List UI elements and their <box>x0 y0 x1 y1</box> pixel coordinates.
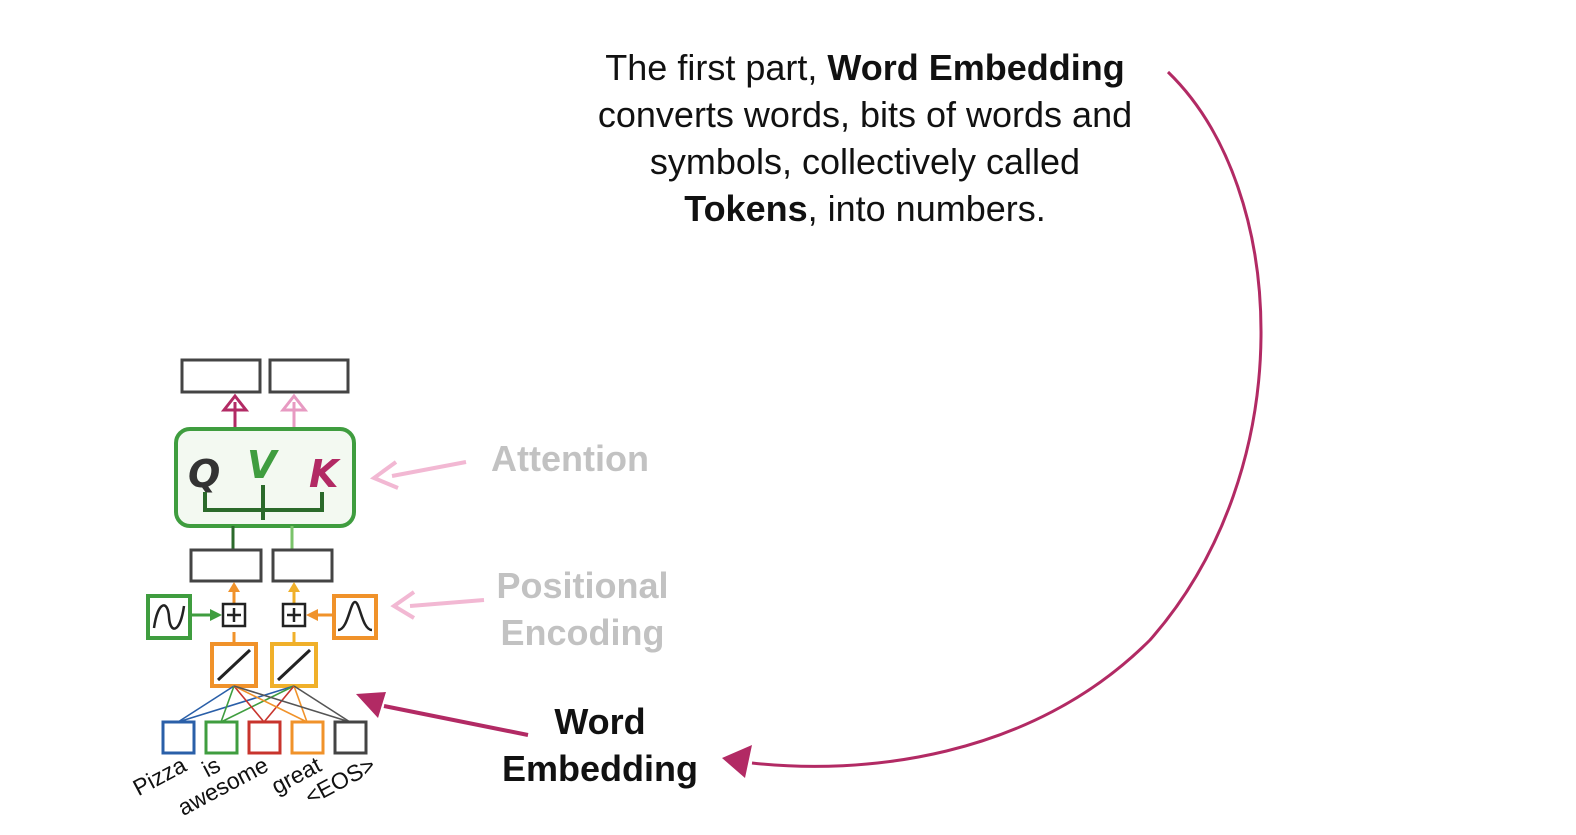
word-pointer-head <box>356 692 386 718</box>
plus-arrow-2-head <box>288 582 300 592</box>
caption-line2: converts words, bits of words and <box>597 94 1133 135</box>
caption-line3: symbols, collectively called <box>649 141 1081 182</box>
output-box-1 <box>180 358 262 394</box>
output-arrow-2-head <box>279 393 309 412</box>
bell-box <box>332 594 378 640</box>
sine-wave-icon <box>152 604 186 630</box>
bell-arrow-head <box>306 609 318 621</box>
plus-icon-1 <box>227 608 241 622</box>
token-box-pizza <box>161 720 196 755</box>
positional-label-line1: Positional <box>496 565 669 606</box>
word-pointer <box>383 704 529 737</box>
plus-arrow-1-head <box>228 582 240 592</box>
encoded-box-2 <box>271 548 334 583</box>
positional-pointer <box>409 598 485 608</box>
word-label-line2: Embedding <box>502 748 698 789</box>
token-connections <box>177 685 351 723</box>
attention-block <box>174 427 356 528</box>
bell-curve-icon <box>337 600 373 632</box>
output-box-2 <box>268 358 350 394</box>
attention-q: Q <box>188 452 220 496</box>
token-box-awesome <box>247 720 282 755</box>
encoded-box-1 <box>189 548 263 583</box>
caption-line1-pre: The first part, <box>605 47 828 88</box>
word-embedding-label: Word Embedding <box>480 698 720 792</box>
curved-arrow-head <box>722 745 752 778</box>
caption-text: The first part, Word Embedding converts … <box>540 44 1190 232</box>
positional-encoding-label: Positional Encoding <box>470 562 695 656</box>
positional-label-line2: Encoding <box>500 612 665 653</box>
curved-arrow <box>751 70 1263 768</box>
word-label-line1: Word <box>554 701 646 742</box>
sine-arrow-head <box>210 609 222 621</box>
attention-k: K <box>309 452 341 496</box>
linear-icon-2 <box>276 648 312 682</box>
attention-label: Attention <box>491 438 649 479</box>
token-box-great <box>290 720 325 755</box>
attention-pointer <box>391 460 467 478</box>
token-label-awesome: awesome <box>173 751 272 820</box>
token-box-eos <box>333 720 368 755</box>
caption-line4-post: , into numbers. <box>807 188 1046 229</box>
attention-v: V <box>247 443 279 487</box>
plus-icon-2 <box>287 608 301 622</box>
caption-line4-bold: Tokens <box>684 188 808 229</box>
output-arrow-1-head <box>220 393 250 412</box>
token-box-is <box>204 720 239 755</box>
caption-line1-bold: Word Embedding <box>827 47 1125 88</box>
attention-pointer-head <box>369 460 399 490</box>
linear-icon-1 <box>216 648 252 682</box>
positional-pointer-head <box>390 590 416 620</box>
attention-bracket <box>203 485 324 520</box>
